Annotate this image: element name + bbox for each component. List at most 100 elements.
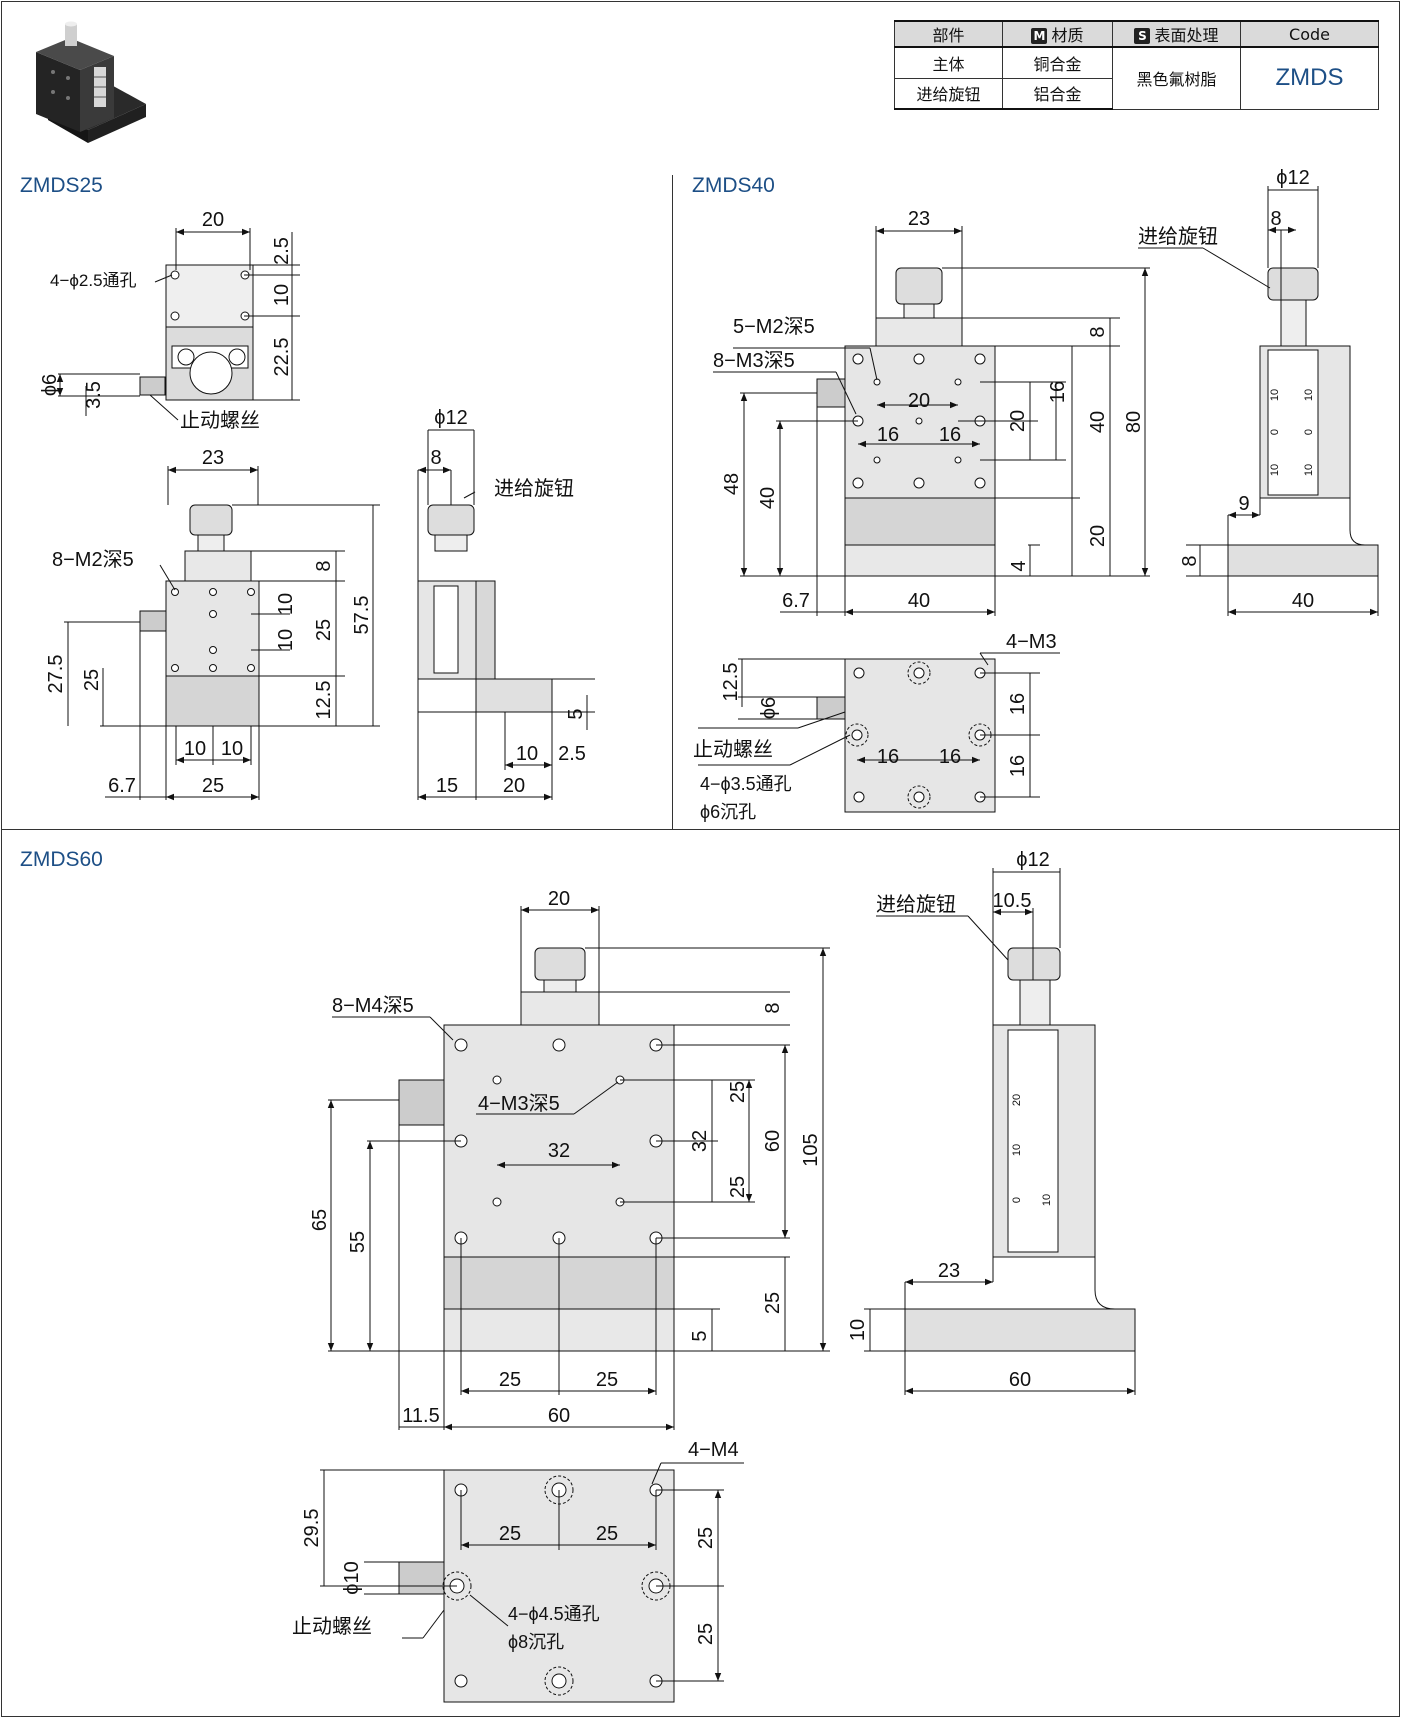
dim-label: 10 [221, 738, 243, 760]
label-m4: 4−M4 [688, 1439, 739, 1461]
dim-label: ϕ12 [1016, 849, 1049, 871]
zmds25-dimensions [56, 228, 595, 801]
dim-label: 32 [689, 1130, 711, 1152]
label-tap-m4: 8−M4深5 [332, 994, 414, 1017]
dim-label: 40 [908, 590, 930, 612]
scale-number: 10 [1303, 464, 1315, 476]
dim-label: 10 [184, 738, 206, 760]
label-hole: 4−ϕ2.5通孔 [50, 271, 137, 290]
dim-label: 12.5 [720, 663, 742, 702]
header-code: Code [1240, 20, 1379, 48]
dim-label: 23 [202, 447, 224, 469]
material-cell: 铜合金 [1002, 46, 1113, 79]
dim-label: 60 [548, 1405, 570, 1427]
dim-label: 10.5 [993, 890, 1032, 912]
scale-number: 10 [1269, 464, 1281, 476]
dim-label: ϕ12 [1276, 167, 1309, 189]
scale-number: 10 [1011, 1144, 1023, 1156]
scale-number: 10 [1041, 1194, 1053, 1206]
label-counterbore: ϕ8沉孔 [508, 1632, 564, 1652]
dim-label: 20 [503, 775, 525, 797]
dim-label: 25 [313, 619, 335, 641]
dim-label: 23 [938, 1260, 960, 1282]
dim-label: 25 [81, 669, 103, 691]
dim-label: 57.5 [351, 596, 373, 635]
dim-label: ϕ12 [434, 407, 467, 429]
dim-label: 40 [1087, 411, 1109, 433]
dim-label: 11.5 [402, 1405, 439, 1427]
dim-label: 10 [516, 743, 538, 765]
dim-label: 8 [1270, 208, 1281, 230]
dim-label: 9 [1238, 493, 1249, 515]
dim-label: 16 [877, 746, 899, 768]
zmds60-drawing [398, 947, 1136, 1703]
label-stop-screw: 止动螺丝 [180, 409, 260, 432]
label-tap-m3: 4−M3深5 [478, 1092, 560, 1115]
dim-label: 10 [847, 1319, 869, 1341]
dim-label: 40 [1292, 590, 1314, 612]
dim-label: 12.5 [313, 681, 335, 720]
label-stop-screw: 止动螺丝 [693, 738, 773, 761]
dim-label: 29.5 [301, 1509, 323, 1548]
dim-label: 8 [1179, 555, 1201, 566]
dim-label: 16 [877, 424, 899, 446]
dim-label: 10 [275, 629, 297, 651]
dim-label: 20 [908, 390, 930, 412]
dim-label: 16 [939, 424, 961, 446]
dim-label: 2.5 [271, 237, 293, 265]
dim-label: 20 [548, 888, 570, 910]
label-knob: 进给旋钮 [1138, 225, 1218, 248]
dim-label: 25 [202, 775, 224, 797]
zmds40-text: 23 8 20 16 16 20 16 40 80 48 40 20 4 6.7… [693, 167, 1314, 822]
dim-label: 4 [1008, 560, 1030, 571]
dim-label: 16 [1007, 755, 1029, 777]
dim-label: 25 [727, 1081, 749, 1103]
dim-label: 16 [939, 746, 961, 768]
material-cell: 铝合金 [1002, 77, 1113, 110]
section-title-zmds25: ZMDS25 [20, 174, 103, 197]
section-title-zmds40: ZMDS40 [692, 174, 775, 197]
dim-label: 8 [1087, 326, 1109, 337]
dim-label: 22.5 [271, 338, 293, 377]
dim-label: 6.7 [108, 775, 136, 797]
label-knob: 进给旋钮 [876, 893, 956, 916]
scale-numbers: 10 0 10 10 0 10 20 10 0 10 [1011, 389, 1315, 1206]
surface-cell: 黑色氟树脂 [1112, 46, 1241, 110]
zmds40-dimensions [698, 186, 1379, 798]
dim-label: 25 [499, 1369, 521, 1391]
label-counterbore: ϕ6沉孔 [700, 802, 756, 822]
dim-label: 25 [596, 1523, 618, 1545]
dim-label: 6.7 [782, 590, 810, 612]
code-cell: ZMDS [1240, 46, 1379, 110]
dim-label: 55 [347, 1231, 369, 1253]
divider-horizontal [1, 829, 1400, 830]
dim-label: 23 [908, 208, 930, 230]
scale-number: 0 [1011, 1197, 1023, 1203]
dim-label: 15 [436, 775, 458, 797]
dim-label: 3.5 [83, 381, 105, 409]
product-photo [36, 21, 146, 143]
dim-label: 25 [762, 1292, 784, 1314]
dim-label: 25 [727, 1176, 749, 1198]
dim-label: 32 [548, 1140, 570, 1162]
dim-label: 5 [689, 1330, 711, 1341]
scale-number: 10 [1269, 389, 1281, 401]
dim-label: 25 [596, 1369, 618, 1391]
dim-label: ϕ10 [341, 1561, 363, 1594]
scale-number: 10 [1303, 389, 1315, 401]
dim-label: 48 [721, 473, 743, 495]
dim-label: 40 [757, 487, 779, 509]
dim-label: 5 [565, 708, 587, 719]
dim-label: 27.5 [45, 655, 67, 694]
divider-vertical [672, 175, 673, 830]
surface-badge: S [1134, 28, 1151, 44]
dim-label: 25 [695, 1527, 717, 1549]
zmds25-drawing [139, 264, 553, 727]
zmds60-dimensions [320, 868, 1136, 1682]
dim-label: 10 [275, 593, 297, 615]
zmds60-text: 20 8 25 32 60 105 25 32 65 55 25 5 25 25… [292, 849, 1050, 1652]
